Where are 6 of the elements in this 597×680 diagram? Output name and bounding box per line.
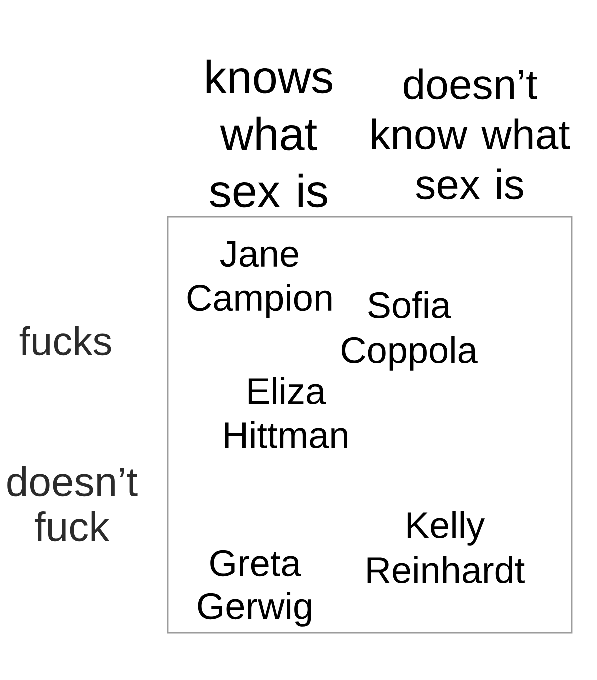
- name-text: Kelly Reinhardt: [368, 511, 525, 584]
- name-text: Greta Gerwig: [198, 550, 312, 627]
- name-text: Jane Campion: [188, 241, 332, 318]
- row-heading: fucks: [20, 326, 112, 356]
- name-text: Sofia Coppola: [342, 291, 478, 371]
- name-text: Eliza Hittman: [225, 377, 348, 449]
